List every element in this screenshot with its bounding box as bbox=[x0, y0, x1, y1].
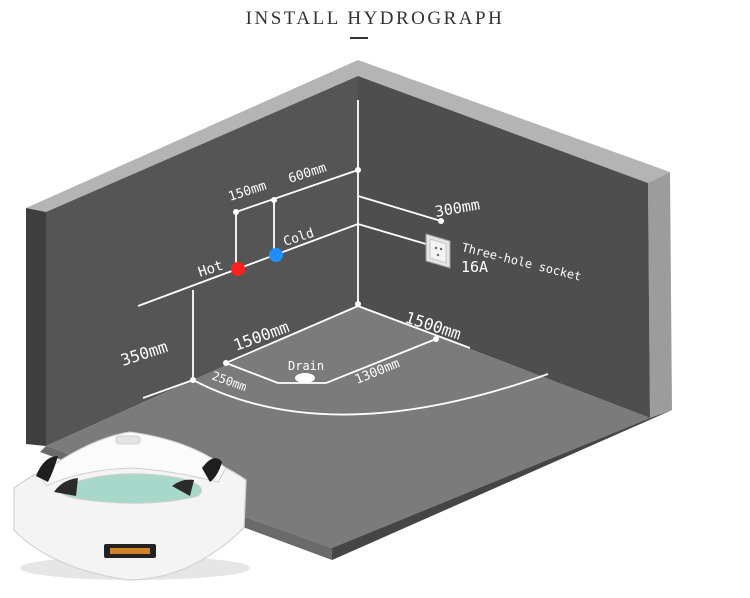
socket-guide-lower bbox=[357, 223, 427, 245]
cold-water-dot bbox=[269, 248, 283, 262]
hot-label: Hot bbox=[196, 258, 225, 281]
drain-icon bbox=[295, 373, 315, 383]
marker-dot bbox=[271, 197, 277, 203]
left-wall bbox=[46, 76, 358, 446]
floor-line-left bbox=[225, 305, 359, 364]
left-wall-side-edge bbox=[26, 208, 46, 446]
floor-front-edge bbox=[332, 410, 672, 560]
drain-line-right bbox=[325, 338, 437, 384]
floor-edge-line bbox=[142, 379, 194, 399]
page-title: INSTALL HYDROGRAPH bbox=[245, 8, 505, 29]
marker-dot bbox=[355, 167, 361, 173]
pipe-guide-lower bbox=[137, 223, 359, 307]
socket-icon bbox=[425, 233, 451, 269]
marker-dot bbox=[190, 377, 196, 383]
marker-dot bbox=[433, 336, 439, 342]
wall-top-edge bbox=[26, 60, 670, 212]
floor-line-right bbox=[357, 305, 471, 349]
marker-dot bbox=[355, 301, 361, 307]
socket-guide-upper bbox=[357, 195, 442, 222]
marker-dot bbox=[223, 360, 229, 366]
drain-label: Drain bbox=[288, 359, 324, 373]
drain-line-left bbox=[225, 362, 279, 384]
title-underline bbox=[350, 37, 368, 39]
marker-dot bbox=[438, 218, 444, 224]
dimension-lines bbox=[137, 100, 549, 416]
marker-dot bbox=[233, 209, 239, 215]
bathtub-image bbox=[13, 431, 250, 581]
hot-water-dot bbox=[231, 262, 245, 276]
marker-dots bbox=[190, 167, 444, 383]
floor-arc bbox=[192, 373, 549, 416]
right-wall-side-edge bbox=[648, 172, 672, 418]
socket-rating-label: 16A bbox=[461, 258, 488, 276]
pipe-guide-upper bbox=[235, 169, 359, 213]
